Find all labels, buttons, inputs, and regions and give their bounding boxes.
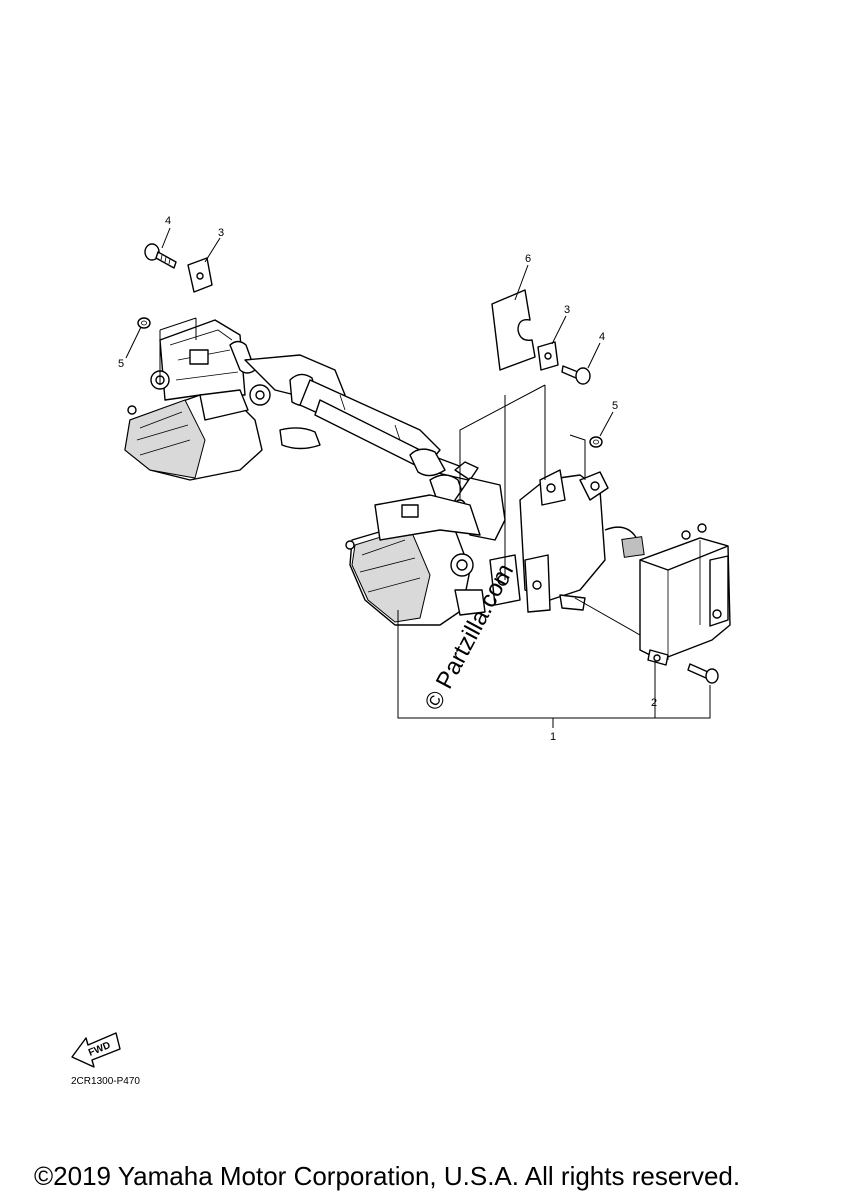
left-headlight-assembly [124,319,263,481]
forward-arrow-icon: FWD [71,1032,121,1068]
copyright-notice: ©2019 Yamaha Motor Corporation, U.S.A. A… [34,1161,741,1191]
clip-nut-3-right [537,341,559,371]
mounting-bracket [489,469,609,613]
callout-4-right: 4 [599,331,605,343]
callout-5-left: 5 [118,358,124,370]
nut-5-right [589,436,603,448]
callout-6: 6 [525,253,531,265]
bolt-4-right [561,365,591,385]
screw-part-2 [687,663,719,684]
diagram-reference-code: 2CR1300-P470 [71,1076,140,1087]
callout-1: 1 [550,731,556,743]
headlight-stay-frame [244,354,506,541]
callout-3-right: 3 [564,304,570,316]
callout-5-right: 5 [612,400,618,412]
nut-5-left [137,317,151,329]
clip-nut-3-left [187,257,213,293]
right-headlight-assembly [345,494,486,626]
control-unit [604,523,731,666]
plate-6 [491,289,536,371]
bolt-4-left [144,243,177,269]
callout-3-left: 3 [218,227,224,239]
callout-2: 2 [651,697,657,709]
callout-4-left: 4 [165,215,171,227]
leader-lines [125,227,711,728]
